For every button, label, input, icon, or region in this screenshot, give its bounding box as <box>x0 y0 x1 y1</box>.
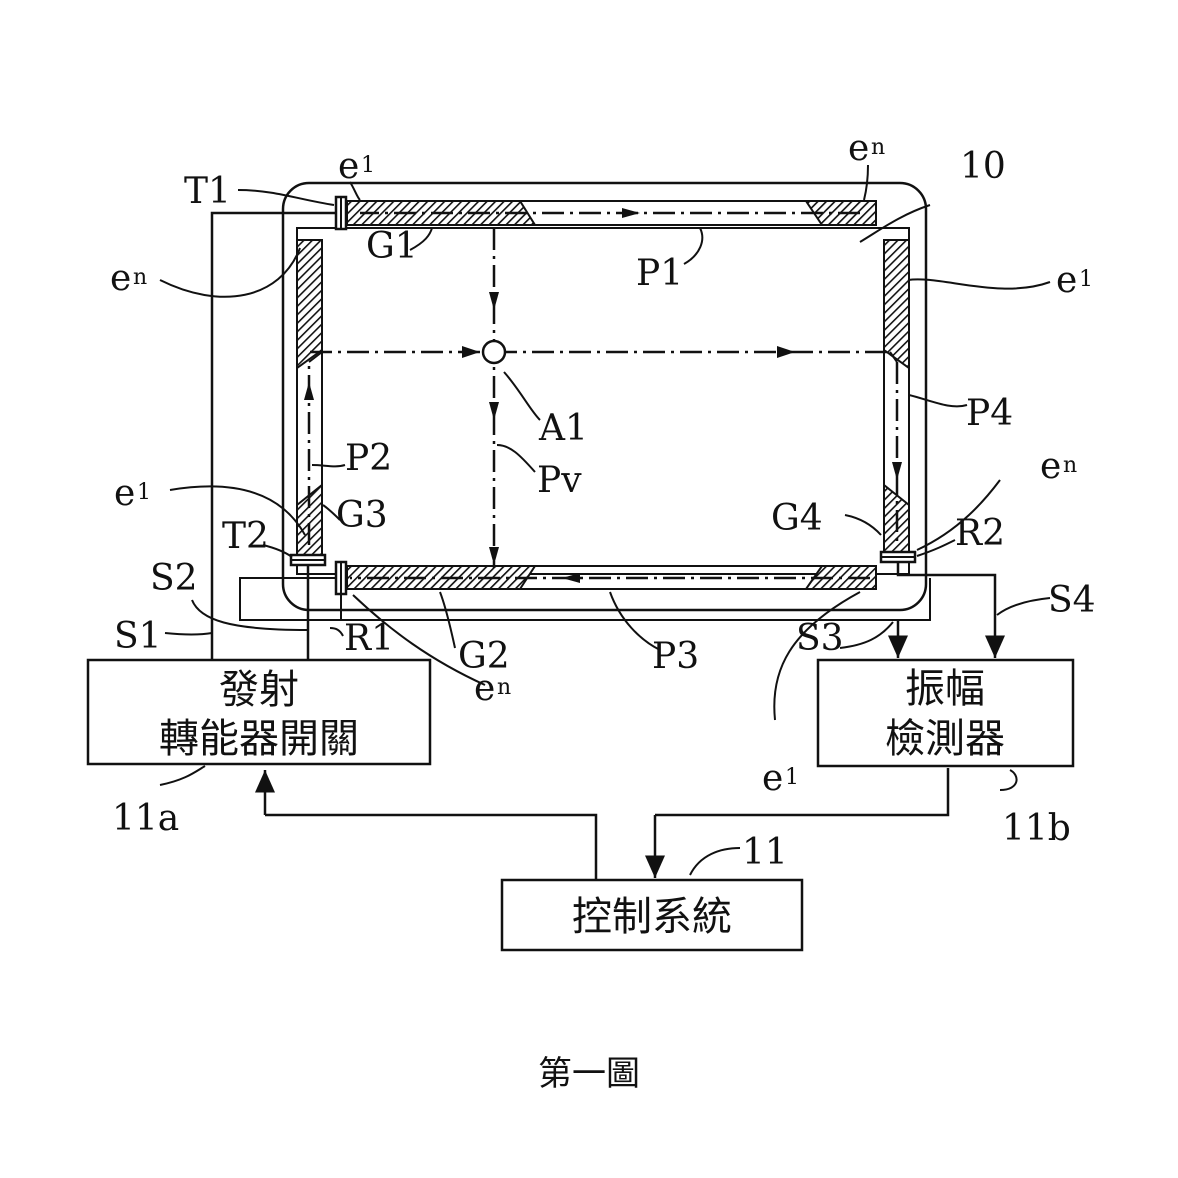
label-en-right: en <box>1040 446 1077 487</box>
label-T1: T1 <box>184 171 231 212</box>
diagram-label: n <box>497 675 511 700</box>
label-T2: T2 <box>222 516 269 557</box>
diagram-label: n <box>1063 453 1077 478</box>
label-en-bottom: en <box>474 668 511 709</box>
label-e1-bottom: e1 <box>762 758 799 799</box>
label-P2: P2 <box>345 438 392 479</box>
diagram-label: 控制系統 <box>572 894 732 940</box>
diagram-label: n <box>133 265 147 290</box>
diagram-label: e <box>474 668 495 709</box>
diagram-label: 1 <box>1079 267 1093 292</box>
label-S2: S2 <box>150 558 198 599</box>
label-e1-top: e1 <box>338 146 375 187</box>
label-en-left: en <box>110 258 147 299</box>
label-G3: G3 <box>336 495 388 536</box>
label-A1: A1 <box>538 408 588 449</box>
label-11: 11 <box>742 832 788 873</box>
diagram-label: 振幅 <box>905 666 985 712</box>
diagram-label: 檢測器 <box>885 716 1005 762</box>
diagram-label: n <box>871 135 885 160</box>
label-S3: S3 <box>796 618 844 659</box>
diagram-label: 轉能器開關 <box>159 716 359 762</box>
diagram-label: 1 <box>361 153 375 178</box>
label-P3: P3 <box>652 636 699 677</box>
diagram-label: 1 <box>785 765 799 790</box>
label-P4: P4 <box>966 393 1013 434</box>
grating-G1 <box>347 201 876 225</box>
amplitude-detector-box: 振幅 檢測器 <box>818 660 1073 766</box>
figure-title: 第一圖 <box>538 1054 640 1094</box>
diagram-label: e <box>848 128 869 169</box>
label-11b: 11b <box>1002 808 1071 849</box>
diagram-label: e <box>762 758 783 799</box>
diagram-label: 1 <box>137 480 151 505</box>
label-en-top: en <box>848 128 885 169</box>
diagram-label: e <box>1040 446 1061 487</box>
grating-G4 <box>884 240 909 552</box>
label-e1-left: e1 <box>114 473 151 514</box>
signal-wires <box>212 213 995 880</box>
diagram-label: e <box>114 473 135 514</box>
label-11a: 11a <box>112 798 179 839</box>
transmitter-switch-box: 發射 轉能器開關 <box>88 660 430 764</box>
label-G1: G1 <box>366 226 418 267</box>
grating-G2 <box>347 566 876 589</box>
diagram-label: e <box>338 146 359 187</box>
label-e1-right: e1 <box>1056 260 1093 301</box>
label-S1: S1 <box>114 616 162 657</box>
label-Pv: Pv <box>537 460 582 501</box>
label-R2: R2 <box>955 513 1005 554</box>
label-S4: S4 <box>1048 580 1096 621</box>
control-system-box: 控制系統 <box>502 880 802 950</box>
touch-point-A1 <box>483 341 505 363</box>
diagram-label: e <box>110 258 131 299</box>
label-G4: G4 <box>771 498 823 539</box>
label-10: 10 <box>960 146 1006 187</box>
diagram-label: e <box>1056 260 1077 301</box>
label-R1: R1 <box>344 618 394 659</box>
diagram-label: 發射 <box>219 667 299 713</box>
leader-lines <box>160 165 1050 875</box>
label-P1: P1 <box>636 253 683 294</box>
